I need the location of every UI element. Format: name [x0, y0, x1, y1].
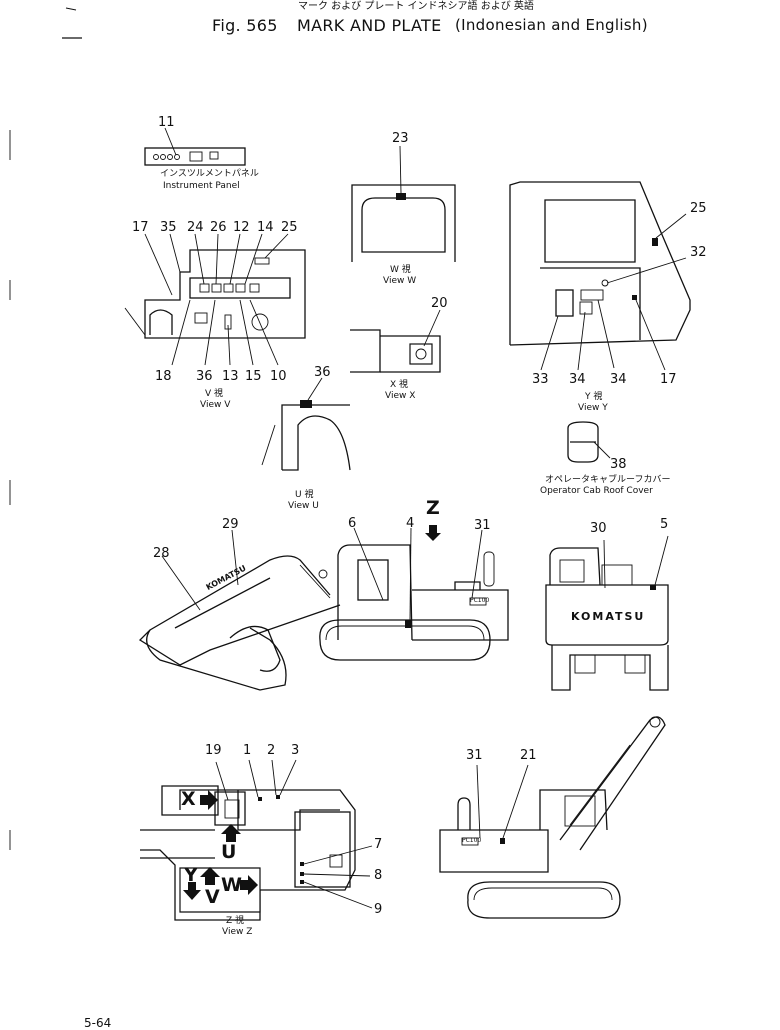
excavator-side-drawing: [138, 525, 509, 691]
callout-34: 34: [569, 372, 586, 387]
callout-15: 15: [245, 369, 262, 384]
figure-number: Fig. 565: [212, 16, 278, 35]
view-letter-w: W: [221, 874, 242, 896]
callout-2: 2: [267, 743, 276, 758]
callout-8: 8: [374, 868, 383, 883]
caption-roof-en: Operator Cab Roof Cover: [540, 486, 653, 496]
callout-13: 13: [222, 369, 239, 384]
margin-marks: [9, 7, 82, 850]
view-z-drawing: [140, 759, 373, 921]
caption-u-jp: U 視: [295, 490, 314, 500]
callout-12: 12: [233, 220, 250, 235]
caption-v-en: View V: [200, 400, 231, 410]
caption-panel-jp: インスツルメントパネル: [160, 169, 259, 179]
caption-roof-jp: オペレータキャブルーフカバー: [545, 475, 671, 485]
callout-3: 3: [291, 743, 300, 758]
callout-10: 10: [270, 369, 287, 384]
callout-14: 14: [257, 220, 274, 235]
callout-25: 25: [281, 220, 298, 235]
callout-19: 19: [205, 743, 222, 758]
view-letter-x: X: [181, 788, 196, 810]
model-plate-left: PC100: [462, 837, 482, 844]
callout-17: 17: [132, 220, 149, 235]
caption-y-jp: Y 視: [585, 392, 603, 402]
callout-7: 7: [374, 837, 383, 852]
title-japanese: マーク および プレート インドネシア語 および 英語: [298, 1, 534, 12]
callout-22: 23: [392, 131, 409, 146]
view-letter-u: U: [221, 841, 237, 863]
caption-x-jp: X 視: [390, 380, 409, 390]
callout-37: 36: [314, 365, 331, 380]
caption-z-en: View Z: [222, 927, 253, 937]
callout-30-left: 31: [466, 748, 483, 763]
callout-38: 38: [610, 457, 627, 472]
excavator-left-side-drawing: [439, 716, 666, 919]
caption-u-en: View U: [288, 501, 319, 511]
view-letter-y: Y: [184, 864, 198, 886]
excavator-rear-drawing: [545, 535, 669, 691]
callout-4: 4: [406, 516, 415, 531]
model-plate-side: PC100: [470, 597, 490, 604]
instrument-panel-drawing: [144, 127, 246, 166]
caption-w-en: View W: [383, 276, 417, 286]
figure-title: MARK AND PLATE: [297, 16, 442, 35]
figure-language: (Indonesian and English): [455, 16, 648, 34]
callout-26: 26: [210, 220, 227, 235]
caption-x-en: View X: [385, 391, 416, 401]
caption-y-en: View Y: [578, 403, 608, 413]
callout-28: 29: [222, 517, 239, 532]
callout-20: 20: [431, 296, 448, 311]
roof-cover-drawing: [567, 421, 611, 463]
callout-6: 6: [348, 516, 357, 531]
callout-23: 24: [187, 220, 204, 235]
callout-27: 28: [153, 546, 170, 561]
callout-32: 33: [532, 372, 549, 387]
callout-21: 21: [520, 748, 537, 763]
callout-36: 36: [196, 369, 213, 384]
brand-rear: KOMATSU: [571, 610, 646, 623]
callout-30: 31: [474, 518, 491, 533]
callout-9: 9: [374, 902, 383, 917]
view-w-drawing: [351, 145, 456, 262]
page-number: 5-64: [84, 1016, 112, 1030]
callout-16: 17: [660, 372, 677, 387]
caption-z-jp: Z 視: [226, 916, 245, 926]
view-v-drawing: [124, 233, 306, 366]
callout-35: 35: [160, 220, 177, 235]
callout-1: 1: [243, 743, 252, 758]
callout-18: 18: [155, 369, 172, 384]
callout-11: 11: [158, 115, 175, 130]
view-u-drawing: [261, 377, 351, 471]
callout-31: 32: [690, 245, 707, 260]
view-y-drawing: [509, 181, 691, 371]
callout-24: 25: [690, 201, 707, 216]
caption-v-jp: V 視: [205, 389, 224, 399]
caption-panel-en: Instrument Panel: [163, 181, 240, 191]
callout-33: 34: [610, 372, 627, 387]
view-letter-z: Z: [426, 497, 440, 519]
callout-29: 30: [590, 521, 607, 536]
callout-5: 5: [660, 517, 669, 532]
caption-w-jp: W 視: [390, 265, 411, 275]
view-x-drawing: [350, 309, 441, 373]
view-letter-v: V: [205, 886, 220, 908]
